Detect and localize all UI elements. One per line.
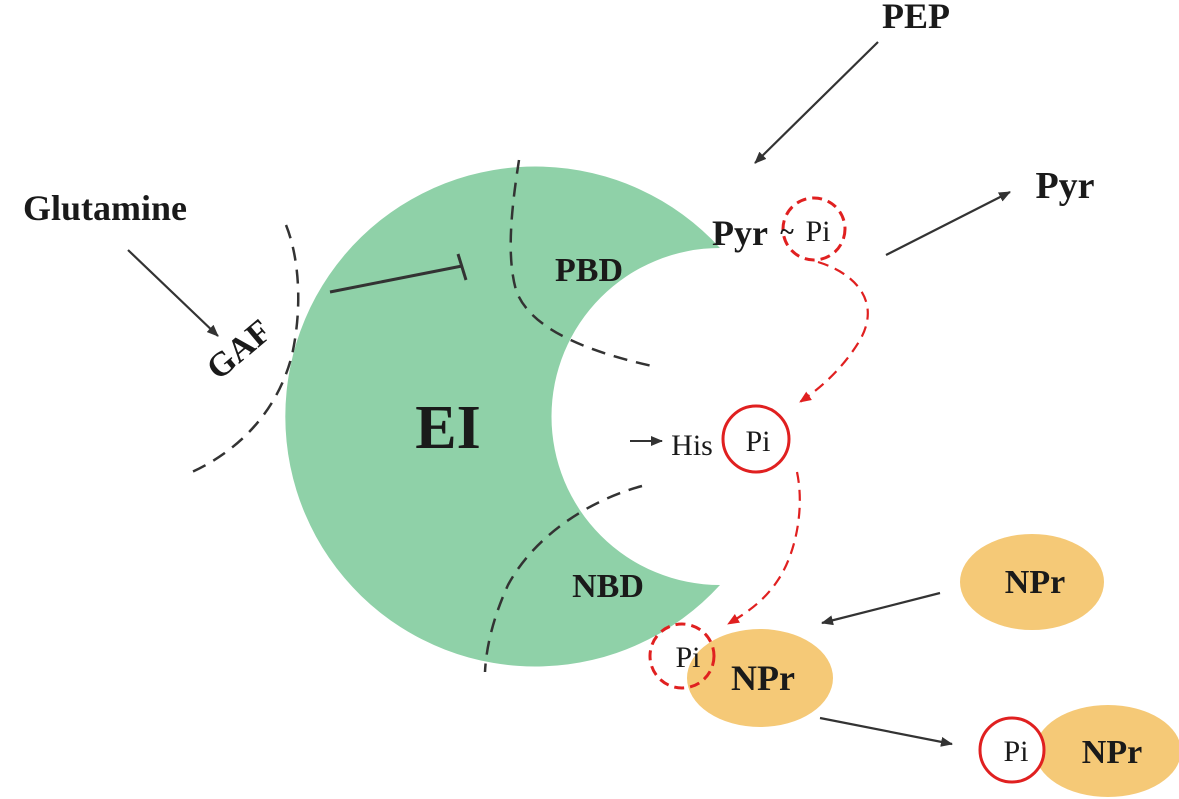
npr-bound-protein bbox=[687, 629, 833, 727]
pyr-release-arrow bbox=[885, 191, 1011, 256]
tilde-label: ~ bbox=[780, 217, 794, 246]
phospho-npr-release-arrow bbox=[819, 716, 953, 747]
pi-final-label: Pi bbox=[1003, 735, 1028, 768]
pi-final-circle bbox=[978, 716, 1046, 784]
pyr-product-label: Pyr bbox=[1035, 165, 1094, 207]
pi-on-pyr-circle bbox=[781, 196, 847, 262]
npr-phosphorylated-protein bbox=[1035, 705, 1179, 797]
glutamine-arrow bbox=[127, 249, 219, 337]
nbd-domain-boundary bbox=[483, 484, 643, 673]
pi-on-pyr-label: Pi bbox=[805, 215, 830, 248]
pyr-bound-label: Pyr bbox=[712, 213, 768, 253]
pi-on-his-label: Pi bbox=[745, 425, 770, 458]
ei-enzyme-body bbox=[285, 166, 720, 667]
npr-free-label: NPr bbox=[1005, 564, 1065, 601]
pbd-label: PBD bbox=[555, 252, 623, 289]
pi-transfer-circle bbox=[648, 622, 716, 690]
npr-binding-arrow bbox=[821, 591, 941, 626]
ei-label: EI bbox=[415, 394, 480, 462]
gaf-label: GAF bbox=[200, 313, 279, 387]
pep-arrow bbox=[754, 41, 879, 164]
gaf-inhibits-pbd-line bbox=[329, 264, 463, 294]
glutamine-label: Glutamine bbox=[23, 188, 187, 228]
npr-free-protein bbox=[960, 534, 1104, 630]
pbd-domain-boundary bbox=[509, 159, 653, 368]
nbd-label: NBD bbox=[572, 568, 644, 605]
npr-bound-label: NPr bbox=[731, 658, 795, 698]
pi-transfer-to-his-arrow bbox=[799, 260, 869, 403]
his-label: His bbox=[671, 429, 713, 462]
pi-transfer-to-npr-arrow bbox=[727, 471, 801, 625]
pep-label: PEP bbox=[882, 0, 950, 36]
pi-on-his-circle bbox=[721, 404, 791, 474]
inhibition-bar bbox=[456, 253, 468, 281]
pi-transfer-label: Pi bbox=[675, 641, 700, 674]
npr-final-label: NPr bbox=[1082, 734, 1142, 771]
